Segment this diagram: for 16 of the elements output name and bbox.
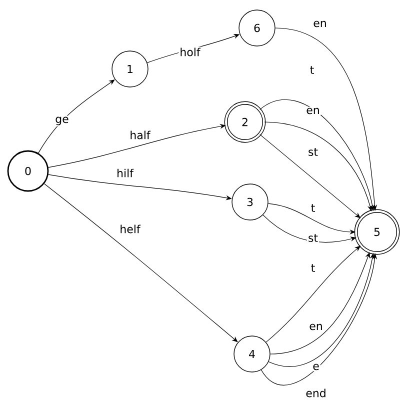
edge-label: en (312, 20, 328, 28)
edge-label: t (308, 65, 316, 75)
edge-label: st (306, 233, 320, 243)
edge-label: holf (178, 46, 202, 58)
edge-label: e (312, 362, 320, 372)
edge-label: en (308, 322, 324, 332)
edge-label: ge (54, 116, 70, 126)
edge-label: en (305, 106, 321, 116)
edge-label: helf (118, 224, 142, 234)
edge-label: hilf (116, 168, 134, 178)
arrow (38, 80, 115, 154)
edge-label: t (310, 203, 316, 213)
edge-label: st (306, 147, 320, 157)
edge-label: half (128, 130, 152, 140)
edge-label: t (310, 263, 316, 273)
edge-label: end (304, 388, 328, 398)
